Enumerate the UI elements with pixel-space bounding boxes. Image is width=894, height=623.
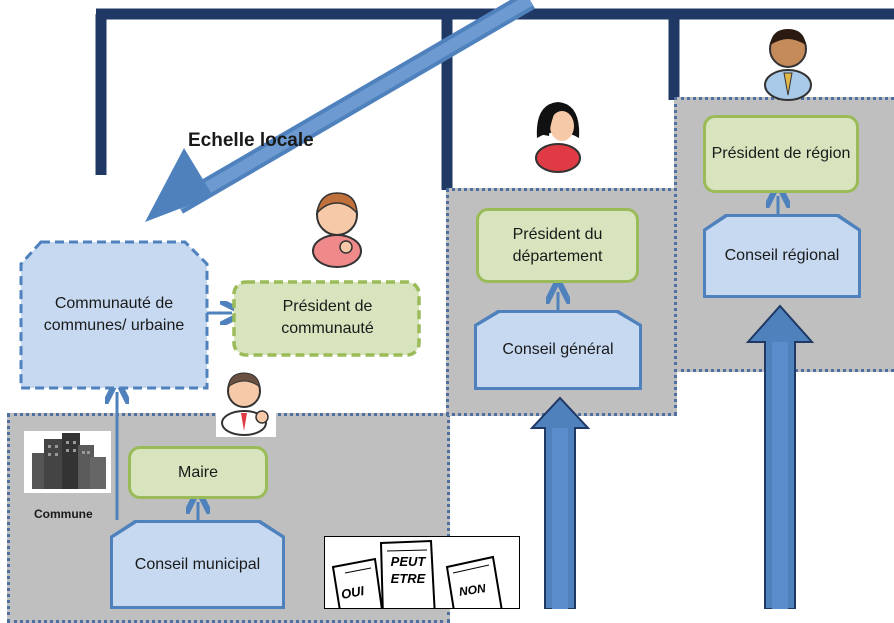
conseil-regional-box: Conseil régional [703, 214, 861, 298]
dark-hair-woman-icon [535, 102, 581, 173]
conseil-municipal-box: Conseil municipal [110, 520, 285, 609]
communaute-box: Communauté de communes/ urbaine [43, 295, 185, 334]
mayor-person-icon [216, 369, 276, 437]
president-communaute-box: Président de communauté [281, 298, 374, 337]
up-arrow-region [745, 304, 815, 609]
buildings-icon [32, 433, 106, 489]
conseil-general-box: Conseil général [474, 310, 642, 390]
vote-signs-drawing [331, 539, 503, 608]
commune-label: Commune [34, 507, 93, 521]
commune-icon-area [24, 431, 111, 493]
vote-sign-peut-etre: PEUT ETRE [390, 554, 426, 586]
president-communaute-shape [232, 280, 421, 357]
diagonal-arrow [145, 0, 536, 222]
scale-label: Echelle locale [188, 130, 314, 151]
communaute-box-shape [19, 240, 209, 390]
conseil-general-label: Conseil général [477, 313, 639, 387]
maire-box: Maire [128, 446, 268, 499]
president-region-box: Président de région [703, 115, 859, 193]
up-arrow-departement [529, 396, 591, 609]
arrows-layer [0, 0, 815, 609]
president-departement-box: Président du département [476, 208, 639, 283]
conseil-regional-label: Conseil régional [706, 217, 858, 295]
woman-person-icon [312, 192, 362, 268]
man-person-icon [764, 29, 812, 101]
vote-signs-image: OUI PEUT ETRE NON [324, 536, 520, 609]
conseil-municipal-label: Conseil municipal [113, 523, 282, 606]
